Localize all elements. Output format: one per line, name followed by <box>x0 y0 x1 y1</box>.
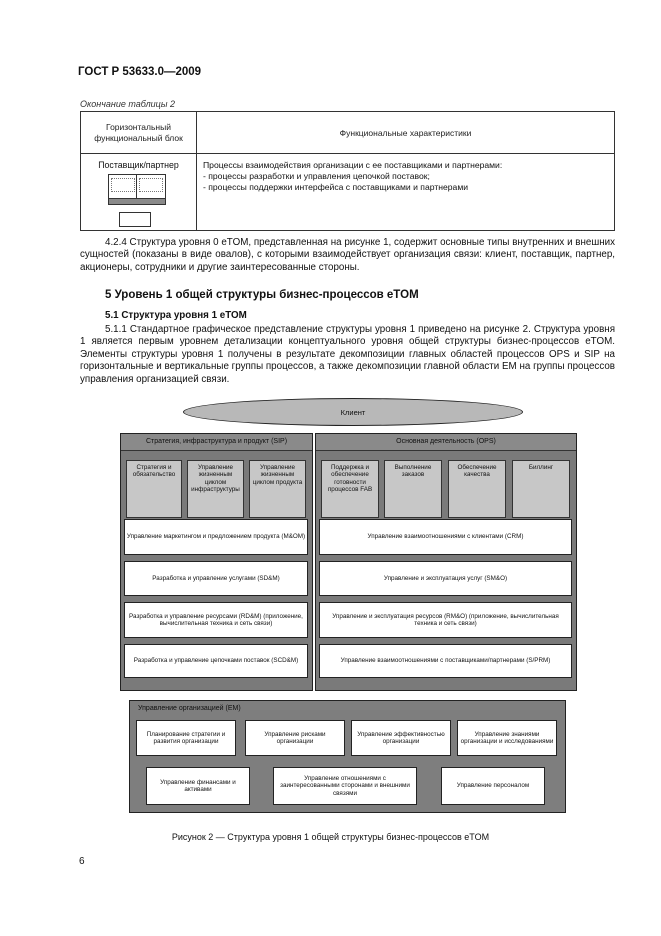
sip-row-scdm: Разработка и управление цепочками постав… <box>124 644 308 678</box>
table-cell-characteristics: Процессы взаимодействия организации с ее… <box>196 153 615 231</box>
ops-vertical-fab: Поддержка и обеспечение готовности проце… <box>321 460 379 518</box>
paragraph-4-2-4: 4.2.4 Структура уровня 0 eTOM, представл… <box>80 237 615 273</box>
ops-row-smo: Управление и эксплуатация услуг (SM&O) <box>319 561 572 596</box>
characteristic-line: - процессы поддержки интерфейса с постав… <box>203 182 469 192</box>
sip-row-rdm: Разработка и управление ресурсами (RD&M)… <box>124 602 308 638</box>
sip-vertical-product: Управление жизненным циклом продукта <box>249 460 306 518</box>
functional-table: Горизонтальный функциональный блок Функц… <box>80 111 615 231</box>
block-name: Поставщик/партнер <box>98 160 179 170</box>
ops-row-rmo: Управление и эксплуатация ресурсов (RM&O… <box>319 602 572 638</box>
section-5-1-heading: 5.1 Структура уровня 1 eTOM <box>105 310 247 321</box>
em-risk-management: Управление рисками организации <box>245 720 345 756</box>
sip-row-sdm: Разработка и управление услугами (SD&M) <box>124 561 308 596</box>
sip-vertical-infrastructure: Управление жизненным циклом инфраструкту… <box>187 460 244 518</box>
ops-vertical-billing: Биллинг <box>512 460 570 518</box>
em-hr-management: Управление персоналом <box>441 767 545 805</box>
sip-title: Стратегия, инфраструктура и продукт (SIP… <box>121 434 312 451</box>
table-header-block: Горизонтальный функциональный блок <box>80 111 197 154</box>
partner-block-icon <box>81 170 196 230</box>
sip-panel: Стратегия, инфраструктура и продукт (SIP… <box>120 433 313 691</box>
ops-row-sprm: Управление взаимоотношениями с поставщик… <box>319 644 572 678</box>
table-header-characteristics: Функциональные характеристики <box>196 111 615 154</box>
characteristic-line: - процессы разработки и управления цепоч… <box>203 171 430 181</box>
figure-caption: Рисунок 2 — Структура уровня 1 общей стр… <box>171 832 490 842</box>
em-knowledge-management: Управление знаниями организации и исслед… <box>457 720 557 756</box>
ops-title: Основная деятельность (OPS) <box>316 434 576 451</box>
section-5-heading: 5 Уровень 1 общей структуры бизнес-проце… <box>105 289 419 301</box>
document-header: ГОСТ Р 53633.0—2009 <box>78 66 202 78</box>
em-stakeholder-relations: Управление отношениями с заинтересованны… <box>273 767 417 805</box>
sip-row-mom: Управление маркетингом и предложением пр… <box>124 519 308 555</box>
em-panel: Управление организацией (EM) Планировани… <box>129 700 566 813</box>
characteristic-line: Процессы взаимодействия организации с ее… <box>203 160 503 170</box>
em-title: Управление организацией (EM) <box>138 705 241 712</box>
sip-vertical-strategy: Стратегия и обязательство <box>126 460 182 518</box>
page-number: 6 <box>79 856 85 867</box>
paragraph-5-1-1: 5.1.1 Стандартное графическое представле… <box>80 324 615 385</box>
table-caption: Окончание таблицы 2 <box>80 99 175 109</box>
em-finance-assets: Управление финансами и активами <box>146 767 250 805</box>
ops-vertical-fulfillment: Выполнение заказов <box>384 460 442 518</box>
client-oval: Клиент <box>183 398 523 426</box>
ops-vertical-assurance: Обеспечение качества <box>448 460 506 518</box>
em-effectiveness-management: Управление эффективностью организации <box>351 720 451 756</box>
ops-panel: Основная деятельность (OPS) Поддержка и … <box>315 433 577 691</box>
em-strategy-planning: Планирование стратегии и развития органи… <box>136 720 236 756</box>
etom-level1-diagram: Клиент Стратегия, инфраструктура и проду… <box>115 393 580 823</box>
ops-row-crm: Управление взаимоотношениями с клиентами… <box>319 519 572 555</box>
table-cell-block: Поставщик/партнер <box>80 153 197 231</box>
